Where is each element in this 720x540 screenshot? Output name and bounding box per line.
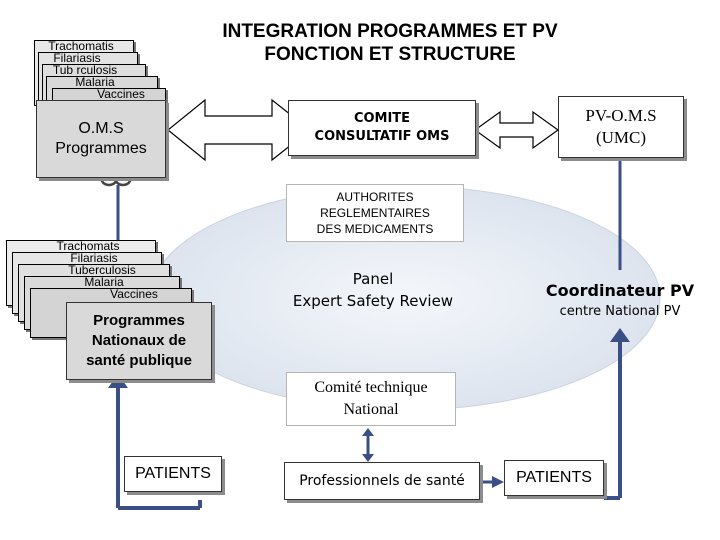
professionnels-box: Professionnels de santé [284,462,480,500]
panel-expert-text: Panel Expert Safety Review [268,268,478,312]
coordinateur-text: Coordinateur PV centre National PV [530,280,710,322]
arrowhead-right [492,476,504,488]
arrowhead-up-center [362,428,374,436]
oms-item-3: Malaria [75,75,115,89]
comite-technique-line-2: National [343,401,399,418]
title-line-1: INTEGRATION PROGRAMMES ET PV [222,21,558,42]
autorites-line-3: DES MEDICAMENTS [316,222,434,236]
oms-box-line-1: O.M.S [78,120,124,137]
coordinateur-line-2: centre National PV [559,304,681,319]
oms-item-0: Trachomatis [48,39,114,53]
nat-item-1: Filariasis [70,251,118,265]
autorites-line-2: REGLEMENTAIRES [320,206,430,220]
pv-oms-line-2: (UMC) [595,128,647,147]
nat-item-2: Tuberculosis [68,263,136,277]
comite-technique-line-1: Comité technique [314,379,428,396]
comite-pv-double-arrow [473,110,560,150]
oms-programmes-box: O.M.S Programmes [36,100,166,178]
nat-item-4: Vaccines [110,287,158,301]
panel-line-2: Expert Safety Review [292,292,454,310]
arrowhead-up-left [108,374,128,388]
oms-item-4: Vaccines [97,87,145,101]
nat-item-0: Trachomats [56,239,120,253]
oms-box-line-2: Programmes [55,140,147,157]
pv-oms-box: PV-O.M.S (UMC) [558,96,684,158]
comite-technique-box: Comité technique National [286,372,456,426]
autorites-line-1: AUTHORITES [336,190,414,204]
comite-line-2: CONSULTATIF OMS [314,129,450,144]
oms-item-1: Filariasis [53,51,101,65]
arrowhead-down-center [362,454,374,462]
pv-oms-line-1: PV-O.M.S [585,106,657,125]
patients-right-box: PATIENTS [504,460,604,496]
national-box-line-3: santé publique [86,352,192,369]
national-box-line-2: Nationaux de [91,332,187,349]
nat-item-3: Malaria [84,275,124,289]
national-box-line-1: Programmes [93,312,185,329]
oms-item-2: Tub rculosis [52,63,118,77]
arrowhead-up-right [610,328,630,342]
title-line-2: FONCTION ET STRUCTURE [264,44,516,65]
comite-line-1: COMITE [353,111,411,126]
autorites-box: AUTHORITES REGLEMENTAIRES DES MEDICAMENT… [286,184,464,242]
patients-left-box: PATIENTS [124,456,222,492]
national-programmes-box: Programmes Nationaux de santé publique [66,302,212,380]
panel-line-1: Panel [352,270,394,288]
comite-consultatif-box: COMITE CONSULTATIF OMS [288,100,476,156]
coordinateur-line-1: Coordinateur PV [545,281,695,300]
page-title: INTEGRATION PROGRAMMES ET PV FONCTION ET… [190,20,590,66]
